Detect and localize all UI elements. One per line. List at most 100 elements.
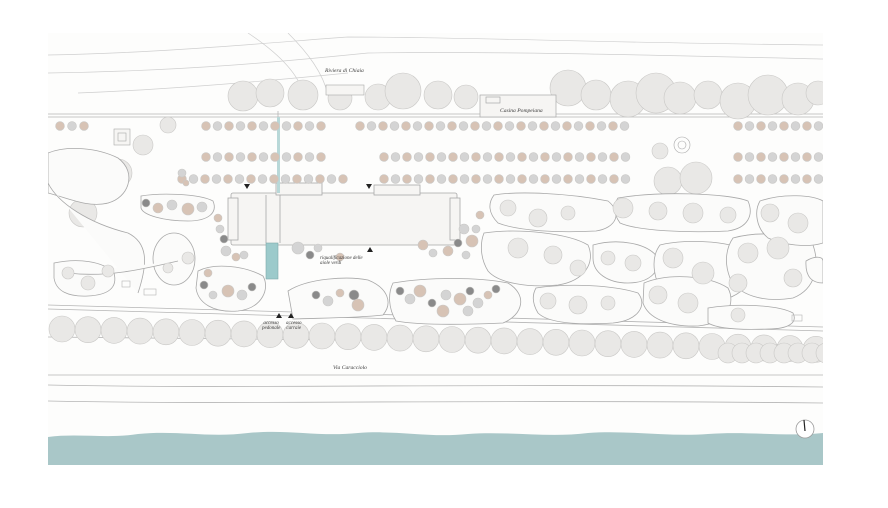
palm-tree <box>550 121 561 131</box>
palm-tree <box>270 152 280 162</box>
palm-tree <box>459 174 470 184</box>
tree-canopy <box>663 81 697 115</box>
palm-tree <box>597 152 608 162</box>
palm-tree <box>280 174 291 184</box>
avenue-tree <box>308 322 336 350</box>
palm-tree <box>585 121 595 131</box>
street-lines-north <box>48 33 823 96</box>
palm-tree <box>779 121 789 131</box>
palm-tree <box>744 152 755 162</box>
label-riqualificazione-line2: aiole verdi <box>320 261 342 267</box>
palm-tree <box>390 152 401 162</box>
label-casina-pompeiana: Casina Pompeiana <box>500 108 543 114</box>
palm-tree <box>573 121 584 131</box>
palm-tree <box>779 152 789 162</box>
garden-tree <box>458 223 470 235</box>
palm-tree <box>493 121 503 131</box>
palm-tree <box>326 174 337 184</box>
palm-tree <box>504 121 515 131</box>
garden-beds <box>48 148 823 330</box>
palm-tree <box>494 152 504 162</box>
palm-tree <box>212 121 223 131</box>
avenue-tree <box>542 328 570 356</box>
avenue-tree <box>230 320 258 348</box>
palm-tree <box>790 174 801 184</box>
tree-canopy <box>287 79 319 111</box>
access-arrows <box>244 184 373 318</box>
tree-canopy <box>227 80 259 112</box>
site-plan: Riviera di Chiaia Casina Pompeiana Via C… <box>48 33 823 465</box>
label-via-caracciolo: Via Caracciolo <box>333 365 367 371</box>
palm-tree <box>424 121 434 131</box>
garden-tree <box>221 284 235 298</box>
garden-tree <box>612 197 634 219</box>
garden-tree <box>691 261 715 285</box>
palm-tree <box>447 121 457 131</box>
garden-tree <box>141 198 151 208</box>
palm-tree <box>224 152 234 162</box>
tree-canopy <box>132 134 154 156</box>
palm-tree <box>223 174 233 184</box>
palm-tree <box>188 174 199 184</box>
garden-tree <box>677 292 699 314</box>
palm-tree <box>425 174 435 184</box>
palm-tree <box>413 174 424 184</box>
palm-tree <box>744 121 755 131</box>
garden-tree <box>196 201 208 213</box>
palm-tree <box>540 152 550 162</box>
palm-tree <box>733 152 743 162</box>
garden-tree <box>624 254 642 272</box>
tree-canopy <box>423 80 453 110</box>
palm-tree <box>790 152 801 162</box>
garden-tree <box>181 251 195 265</box>
palm-tree <box>338 174 348 184</box>
garden-tree <box>648 201 668 221</box>
garden-tree <box>730 307 746 323</box>
garden-tree <box>215 224 225 234</box>
garden-tree <box>395 286 405 296</box>
garden-tree <box>528 208 548 228</box>
garden-tree <box>351 298 365 312</box>
palm-tree <box>471 174 481 184</box>
palm-tree <box>379 174 389 184</box>
palm-tree <box>315 174 325 184</box>
garden-tree <box>737 242 759 264</box>
label-accesso-pedonale: accesso pedonale <box>262 321 280 332</box>
palm-tree <box>211 174 222 184</box>
garden-tree <box>427 298 437 308</box>
garden-tree <box>305 250 315 260</box>
sea <box>48 431 823 465</box>
palm-tree <box>401 121 411 131</box>
garden-tree <box>475 210 485 220</box>
label-accesso-pedonale-line2: pedonale <box>262 326 281 332</box>
garden-tree <box>766 236 790 260</box>
palm-tree <box>316 121 326 131</box>
palm-tree <box>436 174 447 184</box>
label-riqualificazione: riqualificazione delle aiole verdi <box>320 256 363 267</box>
garden-tree <box>236 289 248 301</box>
garden-tree <box>648 285 668 305</box>
riviera-pavilion <box>113 84 691 154</box>
palm-tree <box>586 174 596 184</box>
palm-tree <box>459 152 470 162</box>
tree-canopy <box>580 79 612 111</box>
palm-tree <box>435 121 446 131</box>
garden-tree <box>662 247 684 269</box>
garden-tree <box>436 304 450 318</box>
garden-tree <box>181 202 195 216</box>
garden-tree <box>483 290 493 300</box>
palm-tree <box>293 152 303 162</box>
palm-tree <box>609 174 619 184</box>
palm-tree <box>436 152 447 162</box>
garden-tree <box>404 293 416 305</box>
palm-tree <box>412 121 423 131</box>
villa-complex <box>227 182 461 246</box>
garden-tree <box>787 212 809 234</box>
palm-tree <box>528 174 539 184</box>
palm-tree <box>563 174 573 184</box>
garden-tree <box>335 252 345 262</box>
label-accesso-carraie-line2: carraie <box>286 326 302 332</box>
avenue-tree <box>334 323 362 351</box>
tree-canopy <box>384 72 422 110</box>
palm-tree <box>539 121 549 131</box>
